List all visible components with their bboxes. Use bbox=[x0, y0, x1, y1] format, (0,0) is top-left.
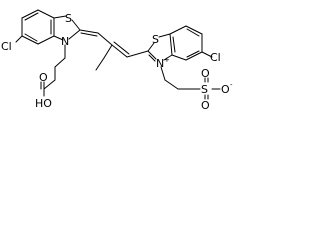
atom-n-left: N bbox=[61, 35, 69, 48]
atom-o-acid-carbonyl: O bbox=[39, 71, 48, 84]
atom-labels: Cl S N O HO S N + Cl S O O O - bbox=[1, 12, 233, 112]
atom-n-right: N bbox=[156, 57, 164, 70]
atom-s-left: S bbox=[65, 12, 72, 25]
right-benzothiazolium bbox=[147, 25, 221, 100]
methine-bridge bbox=[79, 29, 149, 71]
atom-n-right-charge: + bbox=[164, 56, 170, 64]
atom-oh-acid: HO bbox=[35, 97, 52, 110]
atom-cl-left: Cl bbox=[1, 40, 12, 53]
left-benzothiazole bbox=[15, 9, 81, 97]
atom-o-sulfonate-right: O bbox=[221, 83, 230, 96]
atom-o-sulfonate-charge: - bbox=[230, 81, 233, 89]
atom-s-sulfonate: S bbox=[201, 83, 208, 96]
atom-cl-right: Cl bbox=[210, 51, 221, 64]
atom-s-right: S bbox=[152, 33, 159, 46]
structure-diagram: Cl S N O HO S N + Cl S O O O - bbox=[0, 0, 244, 122]
atom-o-sulfonate-top: O bbox=[201, 67, 210, 80]
atom-o-sulfonate-bottom: O bbox=[201, 99, 210, 112]
